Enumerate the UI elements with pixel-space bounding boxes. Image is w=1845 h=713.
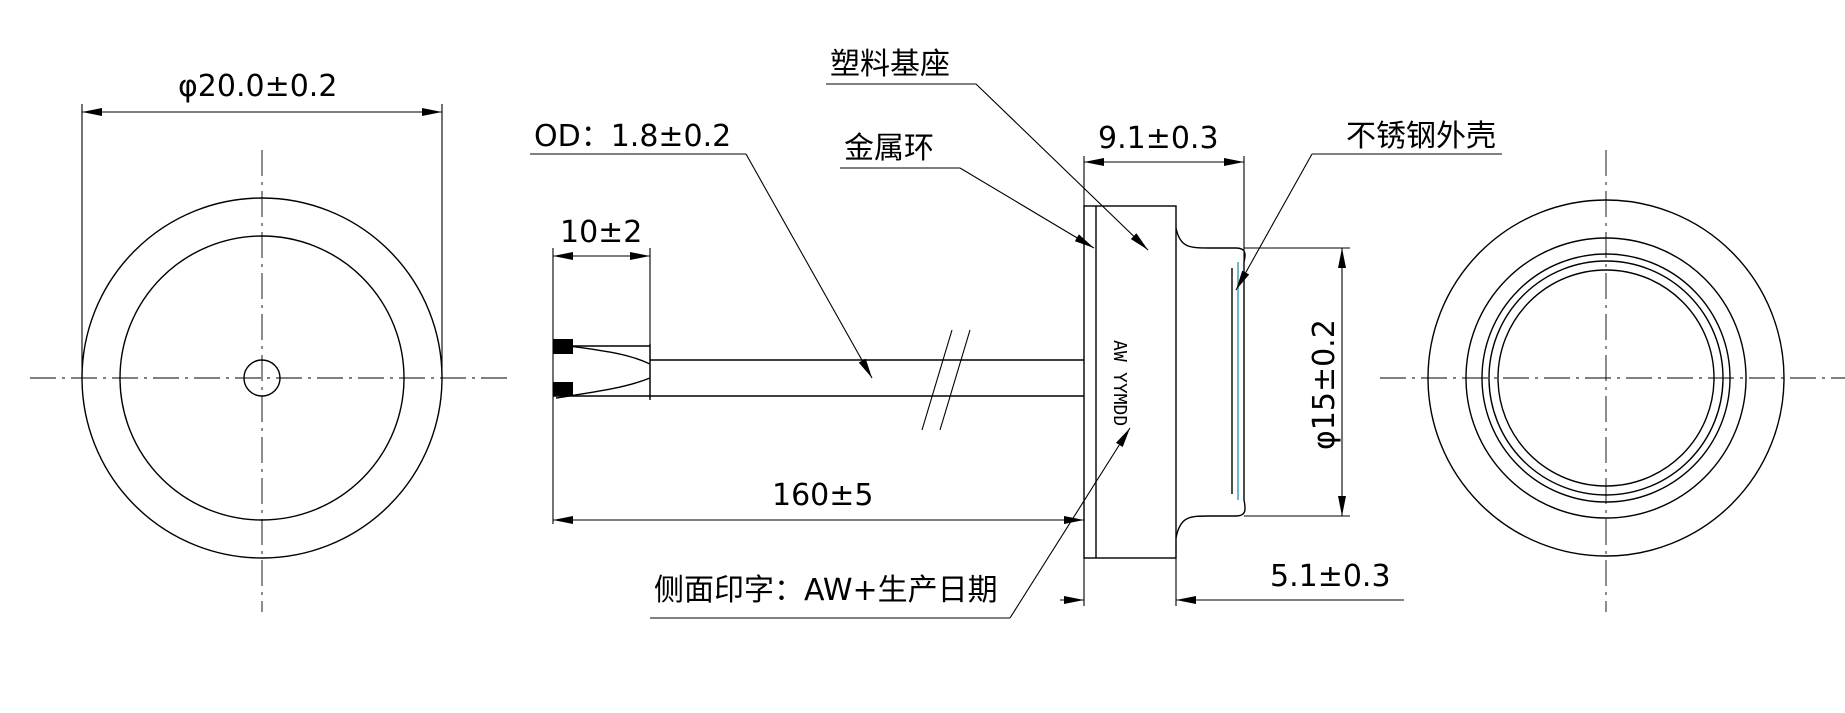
plastic-base-label: 塑料基座 — [830, 47, 950, 82]
strip-length-label: 10±2 — [560, 215, 642, 250]
outer-diameter-label: φ20.0±0.2 — [178, 69, 337, 104]
side-marking-line2: YYMDD — [1109, 372, 1130, 426]
body-length-label: 9.1±0.3 — [1098, 121, 1219, 156]
stainless-shell-label: 不锈钢外壳 — [1346, 119, 1496, 154]
plastic-base-leader — [975, 83, 1149, 251]
side-view-dimensions: 10±2 160±5 9.1±0.3 φ15±0.2 5.1±0.3 — [552, 121, 1404, 606]
right-back-view — [1380, 150, 1845, 612]
break-mark-1 — [921, 329, 953, 431]
cable-length-label: 160±5 — [772, 478, 873, 513]
metal-ring-label: 金属环 — [844, 131, 934, 166]
wire-tip-top — [553, 339, 573, 354]
cable-od-label: OD：1.8±0.2 — [534, 119, 731, 154]
shell-length-label: 5.1±0.3 — [1270, 559, 1391, 594]
break-mark-2 — [939, 329, 971, 431]
shell-diameter-label: φ15±0.2 — [1307, 319, 1342, 450]
stainless-shell-leader — [1235, 153, 1313, 291]
side-print-leader — [1009, 427, 1131, 619]
side-view: AW YYMDD — [553, 205, 1246, 559]
shell-neck-bottom — [1175, 499, 1246, 539]
plastic-base-body — [1083, 205, 1177, 559]
metal-ring-leader — [959, 167, 1095, 249]
callouts: OD：1.8±0.2 塑料基座 金属环 不锈钢外壳 侧面印字：AW+生产日期 — [530, 47, 1502, 619]
side-print-label: 侧面印字：AW+生产日期 — [654, 573, 998, 608]
wire-tip-bottom — [553, 382, 573, 396]
cable-od-leader — [745, 153, 873, 379]
side-marking-line1: AW — [1109, 340, 1130, 362]
left-front-view: φ20.0±0.2 — [30, 69, 510, 612]
shell-neck-top — [1175, 227, 1246, 263]
